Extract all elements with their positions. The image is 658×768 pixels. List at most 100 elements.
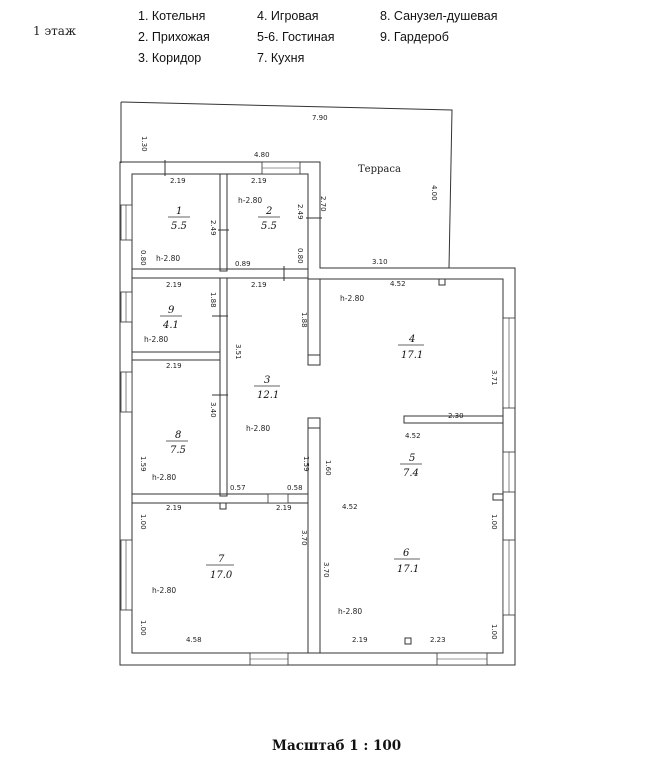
dimension-label: 2.70 [319,196,327,212]
terrace-outline [120,101,453,269]
dimension-label: 0.58 [287,484,303,492]
room-area: 7.5 [170,445,186,456]
room-2: 2 5.5 h-2.80 [238,196,280,232]
room-height: h-2.80 [338,607,362,616]
door-mark [307,354,321,366]
room-height: h-2.80 [156,254,180,263]
dimension-label: 2.19 [352,636,368,644]
outer-wall [131,173,504,654]
dimension-label: 2.23 [430,636,446,644]
room-number: 1 [176,206,182,217]
dimension-label: 2.19 [166,504,182,512]
dimension-label: 3.51 [234,344,242,360]
dimension-label: 0.80 [139,250,147,266]
dimension-label: 0.80 [296,248,304,264]
legend-item: 1. Котельня [138,9,206,23]
room-number: 7 [218,554,225,565]
dimension-label: 1.00 [490,624,498,640]
outer-wall [119,161,516,666]
dimension-label: 1.59 [302,456,310,472]
room-number: 8 [175,430,181,441]
dimension-label: 1.30 [140,136,148,152]
dimension-label: 3.70 [322,562,330,578]
window [120,371,133,413]
dimension-label: 3.70 [300,530,308,546]
dimension-label: 1.88 [209,292,217,308]
legend-item: 5-6. Гостиная [257,30,335,44]
room-1: 1 5.5 h-2.80 [156,206,190,263]
dimension-label: 2.19 [166,362,182,370]
interior-wall [403,415,504,424]
dimension-label: 1.60 [324,460,332,476]
dimension-label: 2.19 [276,504,292,512]
dimension-label: 7.90 [312,114,328,122]
window [120,539,133,611]
dimension-label: 1.00 [139,514,147,530]
room-number: 2 [265,206,272,217]
dimension-label: 2.19 [166,281,182,289]
room-8: 8 7.5 h-2.80 [152,430,188,482]
dimension-label: 3.40 [209,402,217,418]
legend-item: 2. Прихожая [138,30,210,44]
dimension-label: 2.19 [251,281,267,289]
dimension-label: 3.71 [490,370,498,386]
room-number: 4 [408,334,415,345]
wall-niche [404,637,412,645]
room-9: 9 4.1 h-2.80 [144,305,182,344]
room-number: 6 [403,548,410,559]
room-height: h-2.80 [340,294,364,303]
interior-wall [307,419,321,654]
dimension-label: 4.58 [186,636,202,644]
floor-label: 1 этаж [33,24,77,38]
room-number: 3 [264,375,270,386]
room-area: 4.1 [162,320,179,331]
dimension-label: 2.49 [209,220,217,236]
dimension-label: 2.49 [296,204,304,220]
dimension-label: 4.52 [342,503,358,511]
legend-item: 3. Коридор [138,51,202,65]
dimension-label: 4.80 [254,151,270,159]
room-area: 5.5 [261,221,277,232]
legend-item: 7. Кухня [257,51,305,65]
dimension-label: 1.00 [490,514,498,530]
room-height: h-2.80 [144,335,168,344]
dimension-label: 1.59 [139,456,147,472]
dimension-label: 3.10 [372,258,388,266]
room-4: 4 17.1 h-2.80 [340,294,424,361]
interior-wall [219,173,228,272]
dimension-label: 0.89 [235,260,251,268]
dimension-label: 2.19 [251,177,267,185]
dimension-label: 4.52 [390,280,406,288]
room-area: 17.1 [401,350,423,361]
room-height: h-2.80 [246,424,270,433]
dimension-label: 1.00 [139,620,147,636]
wall-niche [492,493,504,501]
room-7: 7 17.0 h-2.80 [152,554,234,595]
interior-wall [131,351,221,361]
dimension-label: 0.57 [230,484,246,492]
room-height: h-2.80 [152,586,176,595]
dimension-label: 4.52 [405,432,421,440]
door-mark [307,417,321,429]
room-6: 6 17.1 h-2.80 [338,548,420,616]
wall-niche [219,502,227,510]
legend-item: 9. Гардероб [380,30,449,44]
terrace-label: Терраса [358,164,401,175]
legend-item: 4. Игровая [257,9,319,23]
room-number: 5 [409,453,415,464]
room-area: 7.4 [403,468,419,479]
wall-niche [438,278,446,286]
room-area: 17.0 [210,570,233,581]
interior-wall [307,278,321,364]
room-3: 3 12.1 h-2.80 [246,375,280,433]
room-area: 5.5 [171,221,187,232]
window [267,493,289,504]
dimension-label: 2.19 [170,177,186,185]
room-height: h-2.80 [238,196,262,205]
dimension-label: 4.00 [430,185,438,201]
dimension-label: 1.88 [300,312,308,328]
window [120,204,133,241]
window [120,291,133,323]
scale-label: Масштаб 1 : 100 [272,738,402,754]
